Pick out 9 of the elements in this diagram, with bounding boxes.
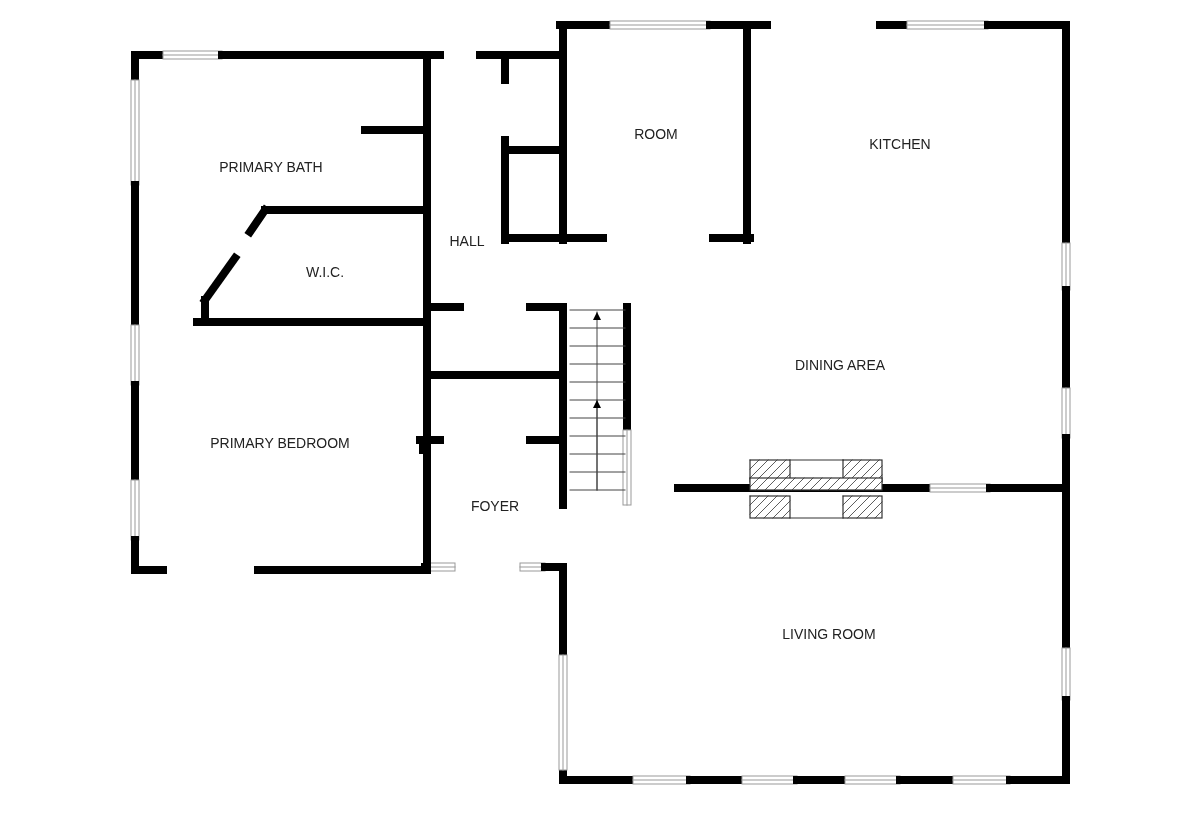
- room-label: KITCHEN: [869, 136, 931, 152]
- room-label: PRIMARY BEDROOM: [210, 435, 350, 451]
- room-label: W.I.C.: [305, 264, 345, 280]
- room-label: PRIMARY BATH: [219, 159, 323, 175]
- room-label: ROOM: [634, 126, 678, 142]
- room-label: DINING AREA: [794, 357, 886, 373]
- room-label: LIVING ROOM: [782, 626, 876, 642]
- room-label: HALL: [449, 233, 485, 249]
- room-label: FOYER: [470, 498, 520, 514]
